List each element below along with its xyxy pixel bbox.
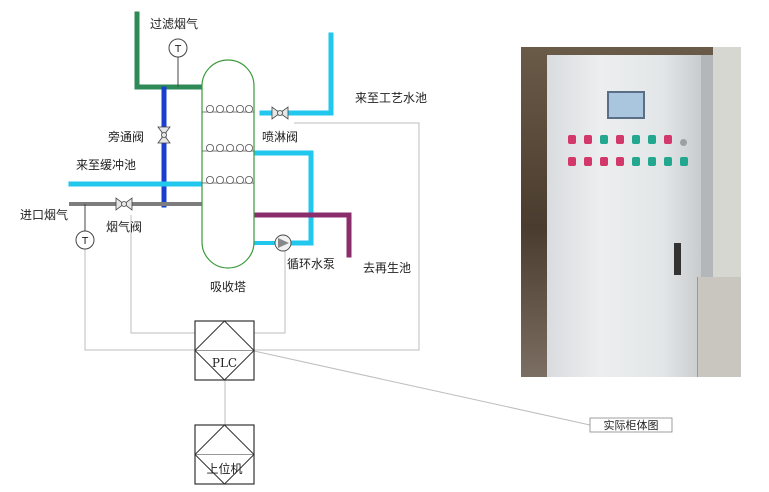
pipe-circulation (250, 150, 314, 246)
label-inlet-flue-gas: 进口烟气 (20, 207, 68, 222)
circulation-pump (274, 234, 292, 252)
plc-block: PLC (194, 320, 255, 381)
control-cabinet-photo (521, 47, 741, 377)
spray-valve (271, 106, 289, 120)
cabinet-button (600, 135, 608, 144)
label-bypass-valve: 旁通阀 (108, 129, 144, 144)
signal-line-flue-valve (130, 215, 195, 334)
label-filtered-flue-gas: 过滤烟气 (150, 16, 198, 31)
cabinet-button (584, 135, 592, 144)
thermometer-gauge-icon (168, 38, 188, 58)
cabinet-button (568, 157, 576, 166)
host-computer-block: 上位机 (194, 424, 255, 485)
pipe-process-water (259, 32, 334, 116)
cabinet-button (568, 135, 576, 144)
cabinet-button (664, 135, 672, 144)
cabinet-button (632, 135, 640, 144)
label-absorption-tower: 吸收塔 (210, 280, 246, 294)
signal-wiring (84, 122, 591, 426)
cabinet-button (648, 157, 656, 166)
tower-shell (201, 59, 255, 269)
cabinet-caption-label: 实际柜体图 (604, 418, 659, 432)
cabinet-button (664, 157, 672, 166)
temp-sensor-left-label: T (81, 236, 89, 247)
cabinet-button (584, 157, 592, 166)
cabinet-display-screen (607, 91, 645, 119)
plc-label: PLC (212, 356, 237, 370)
signal-line-inlet-temp (84, 248, 195, 351)
flue-valve (115, 197, 133, 211)
cabinet-button (632, 157, 640, 166)
host-computer-label: 上位机 (206, 461, 242, 476)
bypass-valve (157, 126, 171, 144)
thermometer-gauge-icon (75, 230, 95, 250)
cabinet-button (600, 157, 608, 166)
label-to-buffer-pool: 来至缓冲池 (76, 157, 136, 172)
pipe-filtered-gas (134, 11, 208, 90)
cabinet-button (616, 157, 624, 166)
cabinet-button (680, 139, 687, 146)
spray-nozzles (202, 105, 254, 184)
temp-sensor-left: T (75, 204, 95, 250)
pipes (68, 11, 352, 258)
absorption-tower (201, 59, 255, 269)
cabinet-button (616, 135, 624, 144)
temp-sensor-top: T (168, 38, 188, 87)
temp-sensor-top-label: T (174, 44, 182, 55)
label-spray-valve: 喷淋阀 (262, 130, 298, 144)
cabinet-caption: 实际柜体图 (589, 417, 673, 433)
label-to-process-pool: 来至工艺水池 (355, 91, 427, 105)
cabinet-button (648, 135, 656, 144)
signal-line-pump (254, 251, 286, 334)
label-flue-valve: 烟气阀 (106, 219, 142, 234)
caption-leader-line (253, 350, 591, 426)
cabinet-button (680, 157, 688, 166)
signal-line-spray-valve (254, 122, 420, 351)
cabinet-door-handle (674, 243, 681, 275)
label-circulation-pump: 循环水泵 (287, 257, 335, 271)
pipe-regeneration (249, 212, 352, 258)
photo-side-box (697, 277, 741, 377)
label-to-regeneration-pool: 去再生池 (363, 261, 411, 275)
